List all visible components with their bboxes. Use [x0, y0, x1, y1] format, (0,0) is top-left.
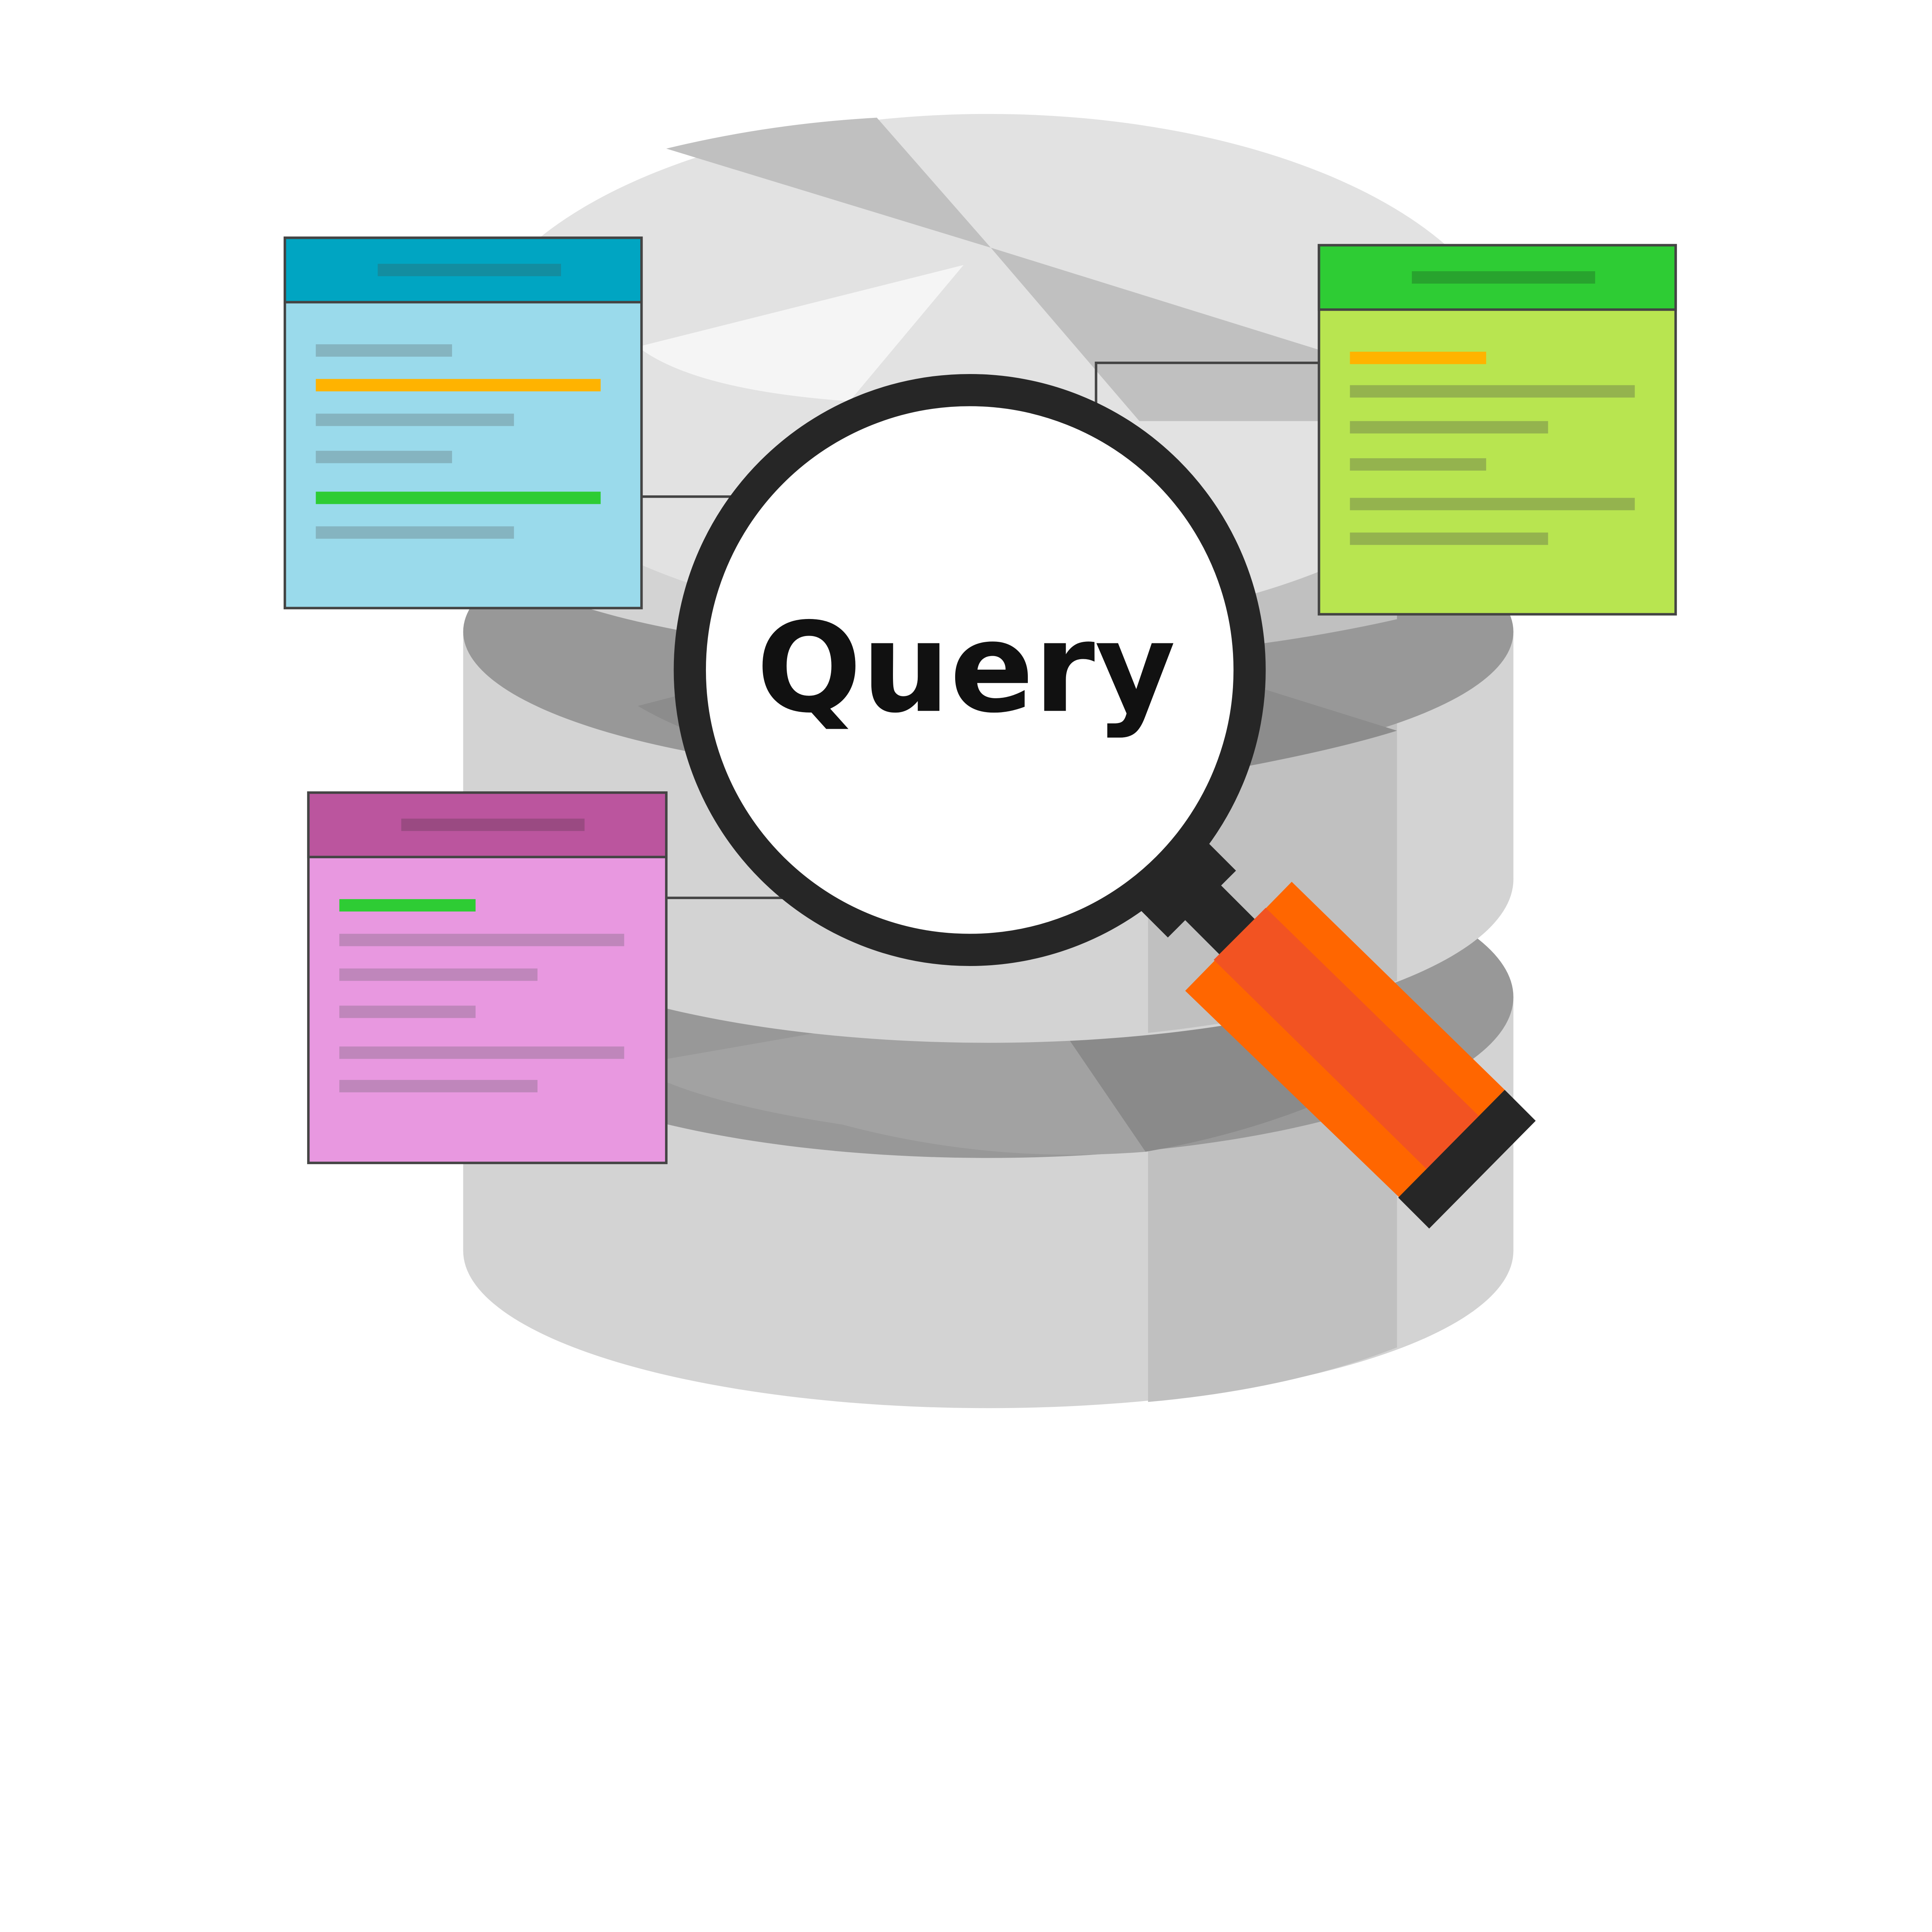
connector-lines [641, 361, 1319, 899]
record-card-blue [283, 236, 643, 609]
record-card-green [1318, 244, 1677, 616]
query-label: Query [756, 596, 1175, 740]
magnifier-icon: Query [673, 374, 1536, 1229]
record-card-pink [307, 791, 668, 1164]
query-database-illustration: Query [283, 114, 1677, 1408]
